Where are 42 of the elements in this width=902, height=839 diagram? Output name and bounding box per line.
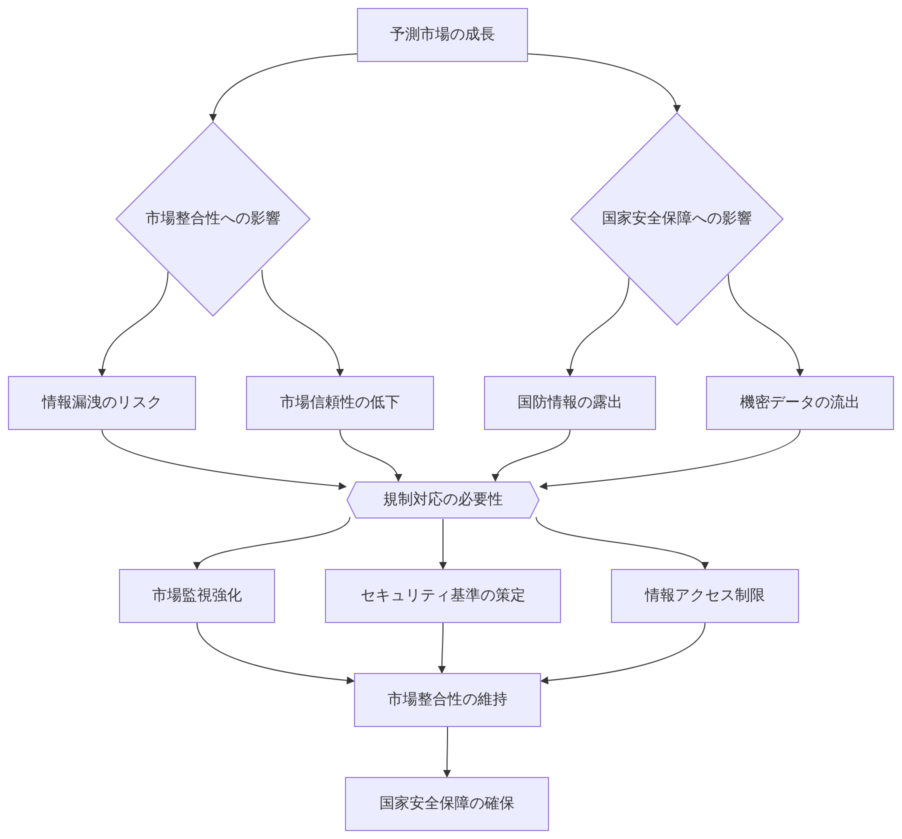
arrow	[493, 430, 570, 482]
node-label: 機密データの流出	[739, 394, 861, 412]
process-box	[706, 376, 894, 430]
decision-diamond	[115, 121, 311, 317]
arrow	[102, 430, 347, 490]
arrow	[98, 271, 168, 377]
arrow	[438, 622, 446, 674]
node-label: 市場監視強化	[151, 586, 243, 606]
process-box	[8, 376, 196, 430]
arrow	[539, 430, 800, 490]
node-label: 国家安全保障の確保	[378, 794, 516, 814]
node-label: 規制対応の必要性	[382, 490, 504, 510]
process-box	[354, 673, 541, 727]
process-box	[325, 569, 561, 623]
node-label: セキュリティ基準の策定	[360, 586, 526, 606]
arrow	[210, 53, 358, 122]
arrow	[728, 274, 804, 377]
decision-diamond	[570, 112, 784, 326]
hexagon-node	[346, 481, 540, 519]
node-label: 市場整合性の維持	[386, 690, 508, 710]
arrow	[262, 269, 344, 377]
arrow	[196, 622, 355, 684]
arrow	[443, 726, 451, 778]
node-label: 市場整合性への影響	[144, 210, 282, 228]
node-label: 情報漏洩のリスク	[40, 394, 163, 412]
process-box	[119, 569, 275, 623]
node-label: 国家安全保障への影響	[601, 210, 753, 228]
node-label: 情報アクセス制限	[644, 586, 766, 606]
arrow	[528, 53, 680, 113]
node-label: 予測市場の成長	[389, 26, 496, 44]
node-label: 国防情報の露出	[516, 394, 624, 412]
arrow	[340, 430, 402, 482]
arrow	[439, 518, 447, 570]
process-box	[611, 569, 799, 623]
process-box	[246, 376, 434, 430]
node-label: 市場信頼性の低下	[279, 394, 401, 412]
arrow	[566, 278, 630, 377]
process-box	[484, 376, 656, 430]
arrow	[196, 516, 350, 570]
process-box	[357, 8, 528, 62]
arrow	[540, 622, 706, 684]
process-box	[345, 777, 549, 831]
